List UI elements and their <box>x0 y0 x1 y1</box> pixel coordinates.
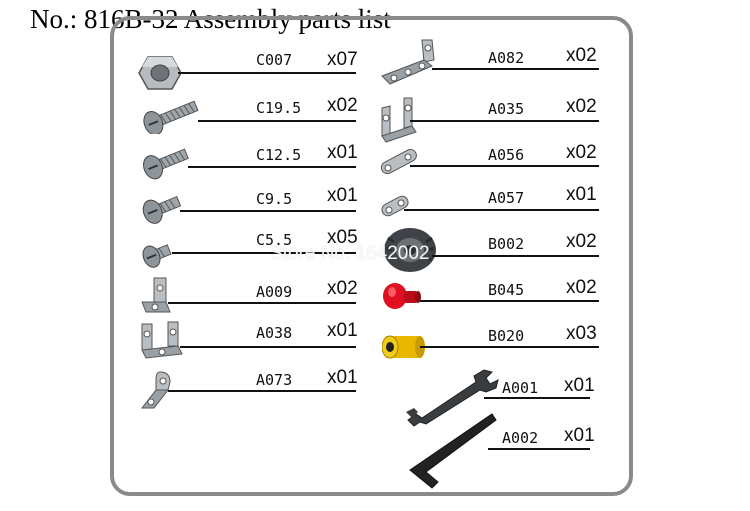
part-quantity: x01 <box>566 184 597 205</box>
parts-frame <box>110 16 633 496</box>
part-quantity: x02 <box>327 95 358 116</box>
leader-line <box>188 166 356 168</box>
part-code: B045 <box>488 281 525 299</box>
part-code: C9.5 <box>256 190 293 208</box>
leader-line <box>484 397 590 399</box>
part-quantity: x02 <box>566 277 597 298</box>
part-code: C007 <box>256 51 293 69</box>
part-quantity: x05 <box>327 227 358 248</box>
leader-line <box>420 300 599 302</box>
part-quantity: x03 <box>566 323 597 344</box>
yellow-spacer-icon <box>382 335 425 359</box>
red-cap-icon <box>383 283 421 309</box>
double-bracket-icon <box>141 321 183 359</box>
leader-line <box>488 448 590 450</box>
store-watermark: Store No: 1642002 <box>270 243 430 264</box>
part-quantity: x01 <box>327 367 358 388</box>
leader-line <box>404 209 599 211</box>
leader-line <box>432 255 599 257</box>
part-code: A056 <box>488 146 525 164</box>
part-code: A038 <box>256 324 293 342</box>
part-code: A057 <box>488 189 525 207</box>
leader-line <box>420 346 599 348</box>
leader-line <box>172 252 356 254</box>
u-bracket-icon <box>381 97 417 143</box>
hex-key-icon <box>409 413 497 489</box>
small-plate-icon <box>381 195 409 217</box>
part-code: A035 <box>488 100 525 118</box>
hex-nut-icon <box>138 56 182 90</box>
leader-line <box>410 165 599 167</box>
part-code: A001 <box>502 379 539 397</box>
short-screw-icon <box>142 195 182 224</box>
part-code: A073 <box>256 371 293 389</box>
part-code: C12.5 <box>256 146 302 164</box>
part-quantity: x02 <box>566 96 597 117</box>
tiny-screw-icon <box>142 244 172 268</box>
leader-line <box>168 302 356 304</box>
leader-line <box>410 120 599 122</box>
leader-line <box>432 68 599 70</box>
wrench-icon <box>406 369 499 427</box>
leader-line <box>168 390 356 392</box>
part-quantity: x02 <box>566 142 597 163</box>
part-quantity: x01 <box>327 142 358 163</box>
part-quantity: x01 <box>564 375 595 396</box>
part-quantity: x02 <box>566 231 597 252</box>
leader-line <box>178 72 356 74</box>
part-quantity: x07 <box>327 49 358 70</box>
part-quantity: x01 <box>564 425 595 446</box>
part-code: C5.5 <box>256 231 293 249</box>
part-quantity: x01 <box>327 320 358 341</box>
leader-line <box>198 120 356 122</box>
part-quantity: x01 <box>327 185 358 206</box>
part-code: A082 <box>488 49 525 67</box>
part-code: A009 <box>256 283 293 301</box>
part-code: C19.5 <box>256 99 302 117</box>
part-quantity: x02 <box>566 45 597 66</box>
part-code: A002 <box>502 429 539 447</box>
medium-screw-icon <box>143 148 189 180</box>
part-code: B002 <box>488 235 525 253</box>
leader-line <box>180 210 356 212</box>
two-hole-plate-icon <box>380 148 417 175</box>
flat-bracket-icon <box>381 39 435 85</box>
leader-line <box>180 346 356 348</box>
angle-bracket-icon <box>141 277 171 313</box>
part-code: B020 <box>488 327 525 345</box>
long-screw-icon <box>143 100 199 134</box>
rubber-tire-icon <box>384 228 436 272</box>
part-quantity: x02 <box>327 278 358 299</box>
bent-tab-icon <box>140 371 171 409</box>
